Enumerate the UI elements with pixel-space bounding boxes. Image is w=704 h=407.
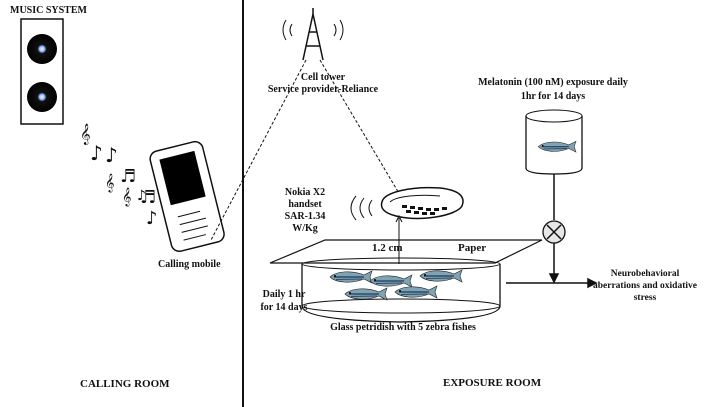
outcome-label-line3: stress [633, 293, 657, 303]
daily-label-line2: for 14 days [260, 302, 308, 313]
melatonin-label-line1: Melatonin (100 nM) exposure daily [478, 77, 628, 88]
petridish-label: Glass petridish with 5 zebra fishes [330, 322, 476, 333]
outcome-arrow [506, 277, 598, 289]
svg-text:♬: ♬ [140, 187, 156, 208]
svg-text:♬: ♬ [120, 166, 136, 187]
svg-text:𝄞: 𝄞 [80, 124, 91, 145]
exposure-room-label: EXPOSURE ROOM [443, 377, 542, 389]
distance-label: 1.2 cm [372, 242, 403, 254]
nokia-handset-icon [380, 186, 464, 220]
handset-label-line3: SAR-1.34 [284, 211, 326, 222]
svg-text:𝄞: 𝄞 [122, 187, 131, 207]
mixing-node-icon [542, 220, 566, 244]
music-notes-icon: 𝄞 ♪ ♪ 𝄞 ♬ 𝄞 ♪ ♬ ♪ [80, 124, 158, 229]
signal-waves-icon [282, 19, 344, 41]
calling-mobile-icon [149, 140, 225, 253]
svg-text:♪: ♪ [146, 208, 158, 229]
svg-text:♪: ♪ [90, 141, 103, 165]
svg-text:𝄞: 𝄞 [105, 173, 114, 193]
signal-path-lines [210, 59, 401, 241]
calling-room-label: CALLING ROOM [80, 378, 170, 390]
outcome-label-line1: Neurobehavioral [610, 269, 680, 279]
outcome-label-line2: aberrations and oxidative [593, 281, 697, 291]
cell-tower-label: Cell tower [300, 72, 346, 83]
daily-label-line1: Daily 1 hr [262, 289, 306, 300]
handset-label-line2: handset [288, 199, 322, 210]
svg-text:♪: ♪ [105, 143, 118, 167]
service-provider-label: Service provider-Reliance [267, 84, 379, 95]
svg-text:♪: ♪ [137, 188, 146, 204]
melatonin-beaker [525, 109, 583, 175]
speaker-icon [20, 18, 64, 125]
handset-label-line1: Nokia X2 [284, 187, 326, 198]
paper-sheet [269, 239, 543, 264]
melatonin-arrow [548, 243, 560, 284]
melatonin-label-line2: 1hr for 14 days [520, 91, 586, 102]
music-system-label: MUSIC SYSTEM [10, 5, 87, 16]
paper-label: Paper [458, 242, 487, 254]
cell-tower-icon [302, 8, 324, 61]
handset-emission-waves [350, 195, 373, 221]
calling-mobile-label: Calling mobile [158, 259, 221, 270]
handset-label-line4: W/Kg [292, 223, 318, 234]
